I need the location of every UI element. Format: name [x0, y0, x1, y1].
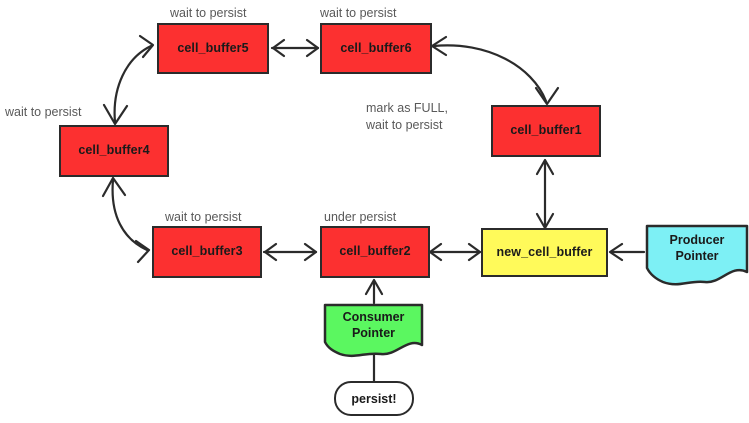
node-cell-buffer4[interactable]: cell_buffer4 — [59, 125, 169, 177]
node-consumer-pointer[interactable]: Consumer Pointer — [323, 303, 424, 358]
node-cell-buffer6[interactable]: cell_buffer6 — [320, 23, 432, 74]
node-cell-buffer2[interactable]: cell_buffer2 — [320, 226, 430, 278]
caption-cell-buffer6: wait to persist — [320, 6, 397, 20]
edge-cb1-cb6 — [430, 35, 560, 106]
node-producer-pointer[interactable]: Producer Pointer — [645, 224, 749, 288]
node-persist-terminator[interactable]: persist! — [334, 381, 414, 416]
edge-cb2-newcb — [427, 242, 482, 262]
edge-producer-newcb — [608, 242, 646, 262]
edge-consumer-cb2 — [364, 278, 384, 305]
caption-cell-buffer5: wait to persist — [170, 6, 247, 20]
caption-cell-buffer2: under persist — [324, 210, 397, 224]
node-cell-buffer5[interactable]: cell_buffer5 — [157, 23, 269, 74]
caption-cell-buffer3: wait to persist — [165, 210, 242, 224]
caption-cell-buffer4: wait to persist — [5, 105, 82, 119]
edge-newcb-cb1 — [535, 158, 555, 230]
node-cell-buffer1[interactable]: cell_buffer1 — [491, 105, 601, 157]
edge-cb3-cb2 — [262, 242, 318, 262]
node-new-cell-buffer[interactable]: new_cell_buffer — [481, 228, 608, 277]
node-cell-buffer3[interactable]: cell_buffer3 — [152, 226, 262, 278]
edge-cb4-cb5 — [102, 34, 155, 126]
edge-cb5-cb6 — [270, 38, 320, 58]
edge-cb3-cb4 — [101, 176, 151, 264]
caption-cell-buffer1: mark as FULL, wait to persist — [366, 101, 448, 132]
